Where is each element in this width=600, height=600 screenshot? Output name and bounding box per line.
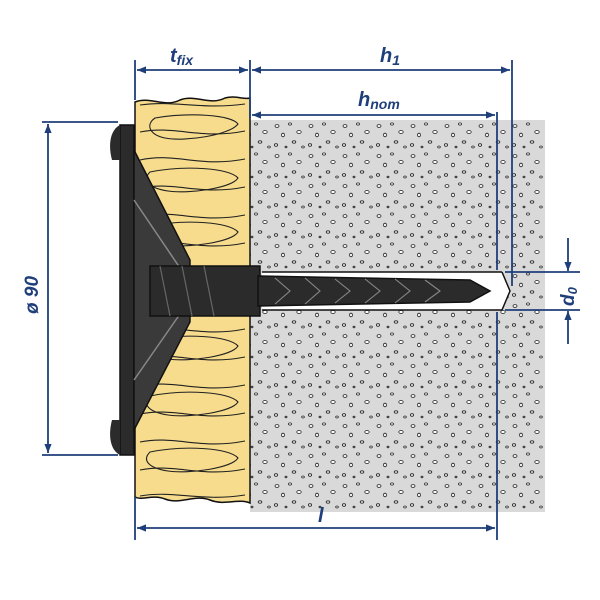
label-diameter: ø 90: [22, 276, 43, 314]
label-d0-main: d: [558, 294, 579, 306]
label-tfix-main: t: [170, 45, 178, 67]
label-diameter-main: ø 90: [22, 276, 43, 314]
label-h1: h1: [380, 45, 400, 68]
concrete-wall: [250, 120, 545, 512]
label-l: l: [318, 505, 324, 527]
label-d0-sub: 0: [565, 286, 580, 294]
label-d0: d0: [558, 286, 580, 306]
label-l-main: l: [318, 505, 324, 527]
label-tfix: tfix: [170, 45, 194, 68]
label-hnom-main: h: [358, 89, 370, 111]
label-h1-main: h: [380, 45, 392, 67]
label-h1-sub: 1: [392, 52, 400, 68]
insulation-anchor: [110, 124, 492, 456]
label-tfix-sub: fix: [177, 52, 195, 68]
label-hnom-sub: nom: [370, 96, 400, 112]
label-hnom: hnom: [358, 89, 400, 112]
dimension-lines: [42, 60, 580, 540]
